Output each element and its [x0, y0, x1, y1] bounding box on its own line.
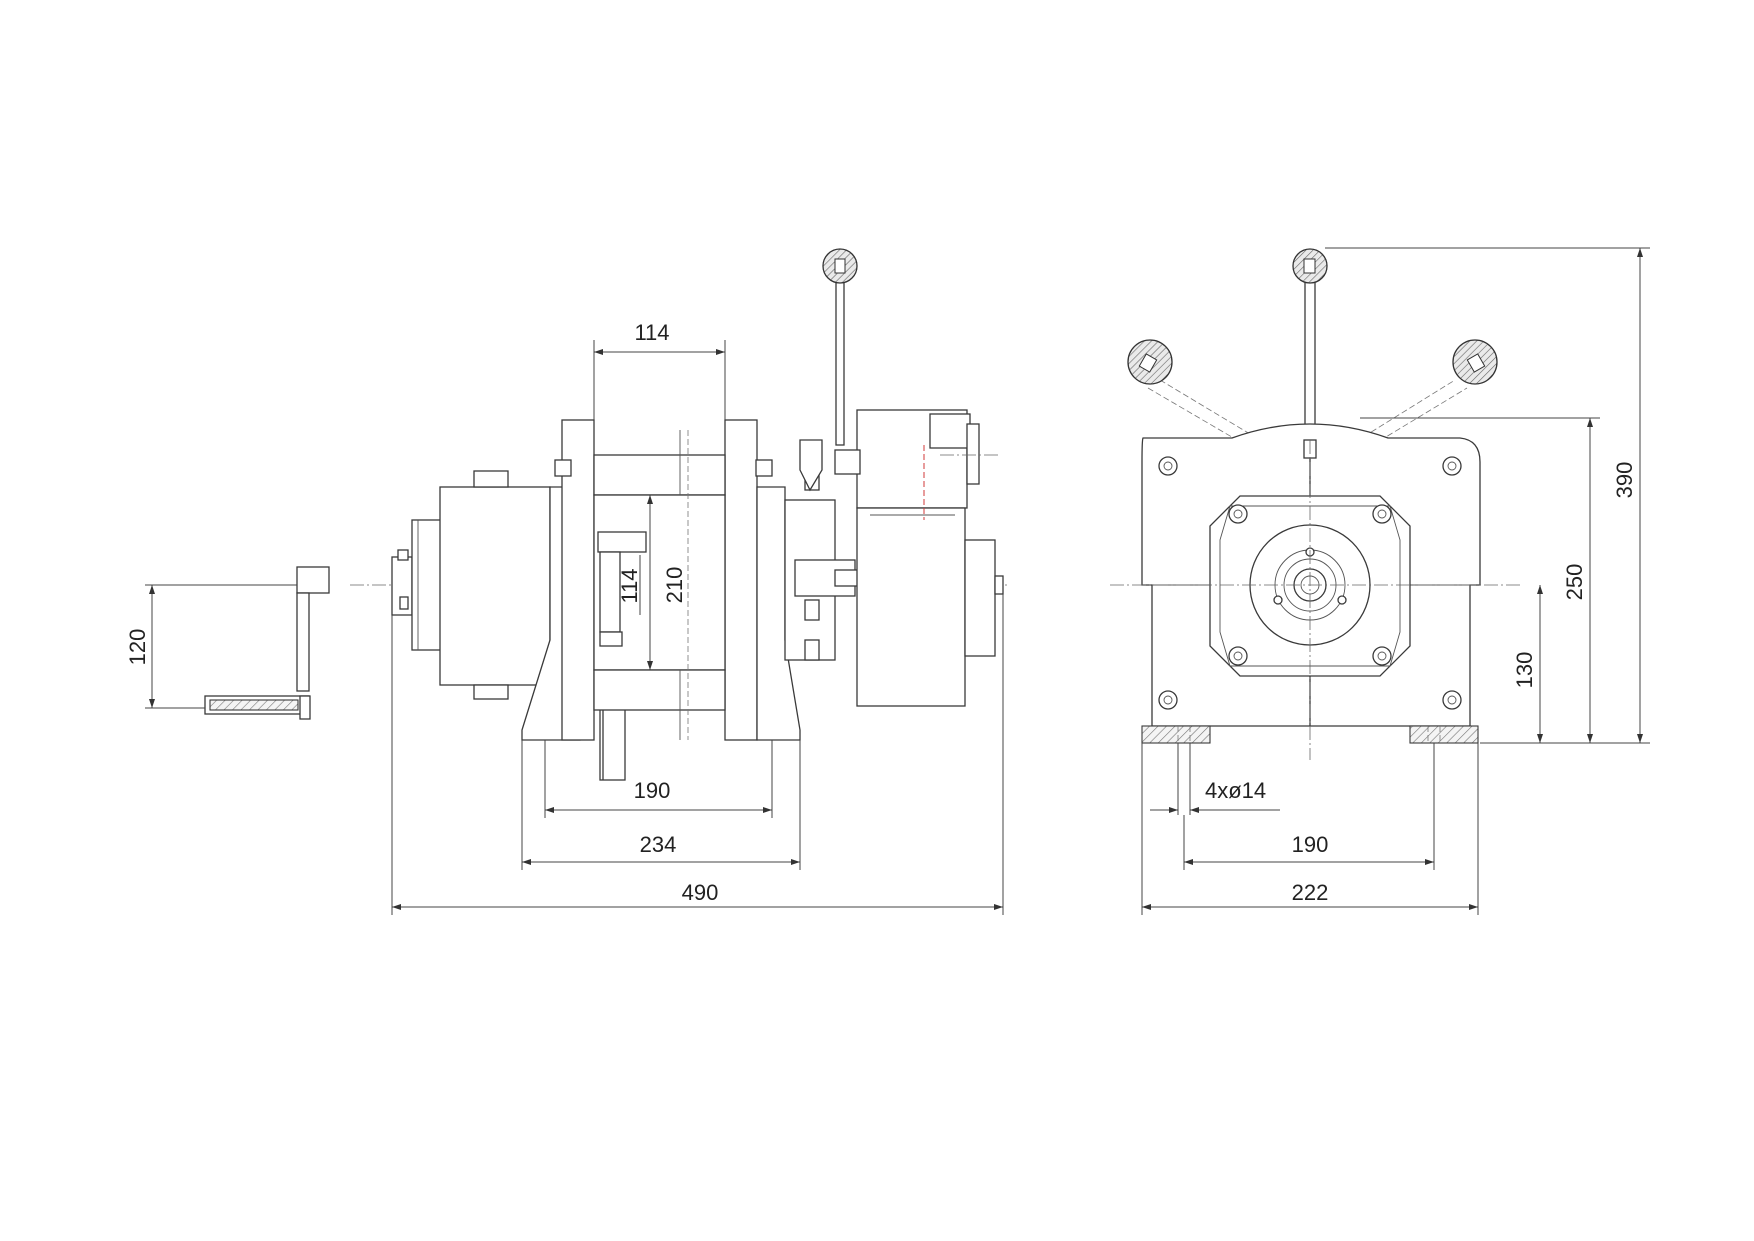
dim-120: 120 [125, 584, 297, 709]
dim-label: 114 [617, 568, 642, 603]
dim-label: 190 [1292, 832, 1329, 857]
foot-left [1141, 725, 1211, 744]
dim-label: 490 [682, 880, 719, 905]
frame-plates [521, 419, 801, 781]
dim-250: 250 [1360, 417, 1600, 743]
dim-label: 130 [1512, 652, 1537, 689]
dim-190-side: 190 [544, 740, 773, 818]
side-view: 114 210 114 120 190 [125, 248, 1010, 915]
corner-bolts [1158, 456, 1462, 710]
end-view: 390 250 130 4xø14 190 [1110, 247, 1650, 915]
dim-label: 4xø14 [1205, 778, 1266, 803]
dim-label: 390 [1612, 462, 1637, 499]
dim-114-vertical: 114 [617, 555, 642, 615]
dim-label: 222 [1292, 880, 1329, 905]
dim-390: 390 [1325, 247, 1650, 744]
lever-side [799, 248, 858, 492]
dim-label: 190 [634, 778, 671, 803]
gearbox-left [391, 470, 551, 700]
dim-130: 130 [1512, 585, 1543, 743]
drum-barrel [593, 430, 726, 740]
dim-holes: 4xø14 [1150, 743, 1280, 815]
dim-234: 234 [521, 740, 801, 870]
dim-114-top: 114 [593, 320, 726, 420]
dim-label: 234 [640, 832, 677, 857]
dim-label: 210 [662, 567, 687, 604]
dim-210: 210 [647, 495, 687, 670]
motor-housing [834, 409, 1004, 707]
dim-190-end: 190 [1183, 743, 1435, 870]
dim-222: 222 [1141, 743, 1479, 915]
dim-490: 490 [391, 594, 1004, 915]
dim-label: 250 [1562, 564, 1587, 601]
crank-handle [204, 566, 330, 720]
foot-right [1409, 725, 1479, 744]
gear-train-right [784, 469, 871, 661]
dim-label: 114 [634, 320, 669, 345]
flange-bolts [1228, 504, 1392, 666]
dim-label: 120 [125, 629, 150, 666]
